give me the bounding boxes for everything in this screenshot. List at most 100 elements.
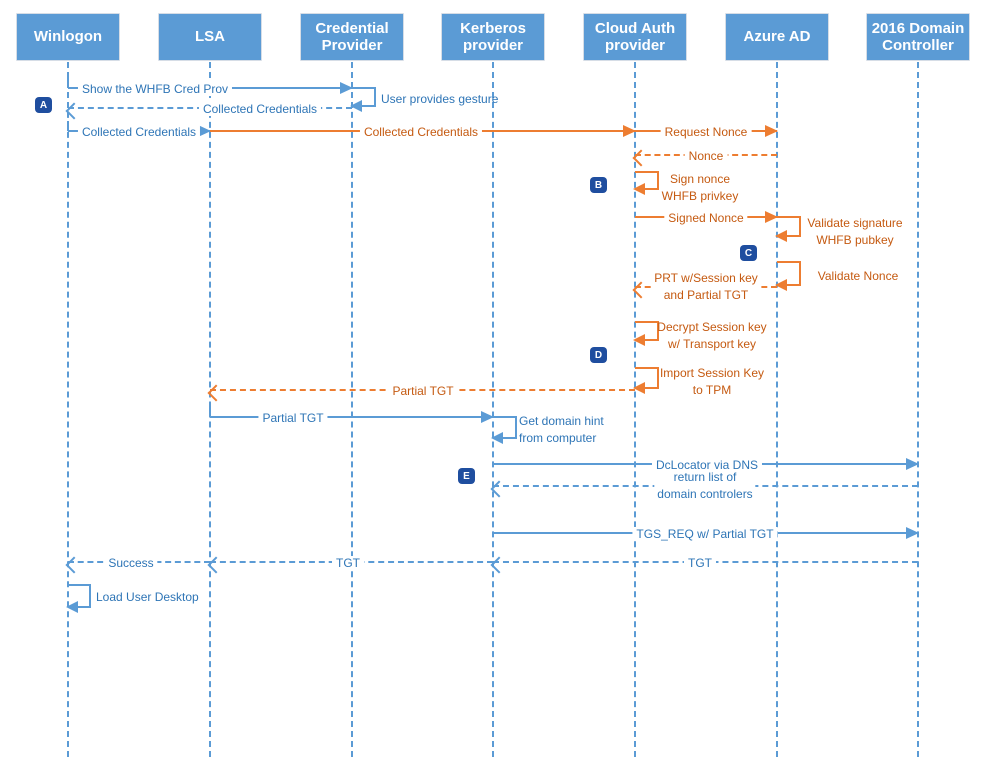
message-label-line: Get domain hint bbox=[519, 414, 604, 428]
message-label: Sign nonce WHFB privkey bbox=[662, 171, 739, 205]
arrowhead-icon bbox=[491, 432, 503, 444]
message-label-line: domain controlers bbox=[657, 487, 753, 501]
message-label-line: to TPM bbox=[692, 383, 732, 397]
actor-cloud-auth-provider: Cloud Auth provider bbox=[583, 13, 687, 61]
msg-success-return: Success bbox=[65, 556, 210, 574]
arrowhead-icon bbox=[340, 82, 353, 94]
loop-import-session-key bbox=[633, 367, 659, 394]
msg-nonce-return: Nonce bbox=[632, 149, 777, 167]
loop-sign-nonce bbox=[633, 171, 659, 195]
message-label: return list of domain controlers bbox=[654, 469, 756, 503]
loop-validate-nonce bbox=[775, 261, 801, 291]
message-label: Collected Credentials bbox=[198, 102, 322, 116]
connector-tick bbox=[209, 406, 211, 417]
message-label: TGT bbox=[684, 556, 716, 570]
message-label: Get domain hint from computer bbox=[519, 413, 604, 447]
message-label: Collected Credentials bbox=[359, 125, 483, 139]
msg-collected-credentials-winlogon-lsa: Collected Credentials bbox=[68, 125, 211, 139]
arrowhead-icon bbox=[623, 125, 636, 137]
lifeline-winlogon bbox=[67, 62, 69, 757]
loop-load-user-desktop bbox=[66, 584, 91, 613]
message-label: Validate Nonce bbox=[817, 269, 899, 283]
actor-credential-provider: Credential Provider bbox=[300, 13, 404, 61]
message-label-line: w/ Transport key bbox=[667, 337, 757, 351]
connector-tick bbox=[67, 78, 69, 88]
msg-partial-tgt-lsa-kerberos: Partial TGT bbox=[210, 411, 494, 425]
message-label: Validate signature WHFB pubkey bbox=[807, 215, 902, 249]
message-label: Collected Credentials bbox=[77, 125, 201, 139]
actor-label: Winlogon bbox=[33, 28, 103, 46]
message-label: Partial TGT bbox=[388, 384, 458, 398]
badge-b: B bbox=[590, 177, 607, 193]
badge-d: D bbox=[590, 347, 607, 363]
arrowhead-icon bbox=[775, 230, 787, 242]
arrowhead-icon bbox=[633, 183, 645, 195]
arrowhead-icon bbox=[350, 100, 362, 112]
msg-tgt-dc-kerberos: TGT bbox=[490, 556, 918, 574]
message-label-line: Sign nonce bbox=[669, 172, 731, 186]
connector-tick bbox=[67, 121, 69, 131]
message-label-line: PRT w/Session key bbox=[654, 271, 758, 285]
message-label-line: WHFB privkey bbox=[661, 189, 739, 203]
message-label: Show the WHFB Cred Prov bbox=[77, 82, 233, 96]
loop-user-provides-gesture bbox=[350, 87, 376, 112]
badge-c: C bbox=[740, 245, 757, 261]
arrowhead-icon bbox=[775, 279, 787, 291]
actor-azure-ad: Azure AD bbox=[725, 13, 829, 61]
actor-2016-domain-controller: 2016 Domain Controller bbox=[866, 13, 970, 61]
message-label-line: Import Session Key bbox=[659, 366, 765, 380]
lifeline-kerberos-provider bbox=[492, 62, 494, 757]
lifeline-azure-ad bbox=[776, 62, 778, 757]
msg-collected-credentials-return: Collected Credentials bbox=[65, 102, 352, 120]
msg-partial-tgt-return: Partial TGT bbox=[207, 384, 635, 402]
message-label-line: Validate signature bbox=[807, 216, 903, 230]
actor-label: Kerberos provider bbox=[460, 19, 526, 54]
message-label: Nonce bbox=[684, 149, 728, 163]
actor-winlogon: Winlogon bbox=[16, 13, 120, 61]
message-label-line: Decrypt Session key bbox=[657, 320, 767, 334]
msg-tgt-kerberos-lsa: TGT bbox=[207, 556, 493, 574]
arrowhead-icon bbox=[198, 125, 211, 137]
message-label-line: WHFB pubkey bbox=[816, 233, 894, 247]
actor-lsa: LSA bbox=[158, 13, 262, 61]
arrowhead-icon bbox=[633, 334, 645, 346]
msg-collected-credentials-lsa-cloud: Collected Credentials bbox=[210, 125, 636, 139]
loop-validate-signature bbox=[775, 216, 801, 242]
message-label: Partial TGT bbox=[258, 411, 328, 425]
arrowhead-icon bbox=[906, 458, 919, 470]
actor-label: LSA bbox=[195, 28, 225, 46]
message-label: PRT w/Session key and Partial TGT bbox=[651, 270, 761, 304]
loop-get-domain-hint bbox=[491, 416, 517, 444]
lifeline-cloud-auth-provider bbox=[634, 62, 636, 757]
actor-label: Azure AD bbox=[743, 28, 811, 46]
lifeline-credential-provider bbox=[351, 62, 353, 757]
message-label: Decrypt Session key w/ Transport key bbox=[657, 319, 766, 353]
message-label: DcLocator via DNS bbox=[651, 458, 763, 472]
message-label-line: and Partial TGT bbox=[663, 288, 749, 302]
actor-kerberos-provider: Kerberos provider bbox=[441, 13, 545, 61]
arrowhead-icon bbox=[66, 601, 78, 613]
actor-label: Credential Provider bbox=[315, 19, 389, 54]
msg-signed-nonce: Signed Nonce bbox=[635, 211, 778, 225]
arrowhead-icon bbox=[765, 211, 778, 223]
message-label: Success bbox=[104, 556, 158, 570]
message-label: User provides gesture bbox=[381, 92, 499, 106]
actor-label: Cloud Auth provider bbox=[594, 19, 676, 54]
message-label: TGT bbox=[332, 556, 364, 570]
msg-dclocator-via-dns: DcLocator via DNS bbox=[493, 458, 919, 472]
message-label: Signed Nonce bbox=[664, 211, 748, 225]
arrowhead-icon bbox=[765, 125, 778, 137]
actor-label: 2016 Domain Controller bbox=[871, 19, 965, 54]
badge-a: A bbox=[35, 97, 52, 113]
msg-show-whfb-cred-prov: Show the WHFB Cred Prov bbox=[68, 82, 353, 96]
arrowhead-icon bbox=[906, 527, 919, 539]
loop-decrypt-session-key bbox=[633, 321, 659, 346]
arrowhead-icon bbox=[633, 382, 645, 394]
message-label: Import Session Key to TPM bbox=[660, 365, 764, 399]
message-label: Load User Desktop bbox=[96, 590, 199, 604]
arrowhead-icon bbox=[481, 411, 494, 423]
badge-e: E bbox=[458, 468, 475, 484]
msg-request-nonce: Request Nonce bbox=[635, 125, 778, 139]
message-label-line: from computer bbox=[519, 431, 597, 445]
